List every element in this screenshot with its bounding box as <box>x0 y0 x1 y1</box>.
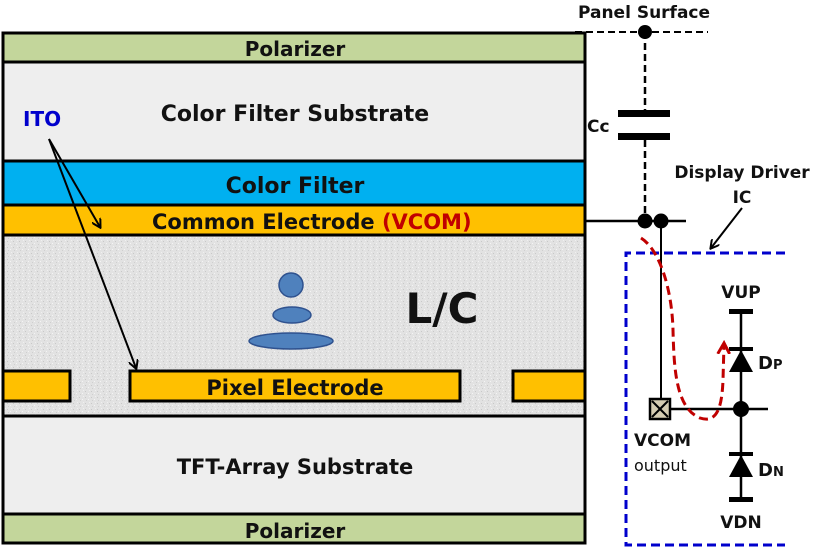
coupling-circuit: Panel Surface Cc Display Driver IC VUP <box>575 3 810 547</box>
tft-substrate-label: TFT-Array Substrate <box>177 455 414 479</box>
cc-label: Cc <box>587 117 610 137</box>
dn-label: DN <box>758 460 784 481</box>
vcom-label: (VCOM) <box>382 210 472 234</box>
panel-surface-label: Panel Surface <box>578 3 710 23</box>
driver-ic-label-line2: IC <box>733 188 752 208</box>
vup-label: VUP <box>721 283 760 303</box>
top-polarizer-label: Polarizer <box>245 37 346 61</box>
bottom-polarizer-label: Polarizer <box>245 519 346 543</box>
vcom-node-left <box>637 213 653 229</box>
common-electrode-label: Common Electrode (VCOM) <box>152 210 472 234</box>
discharge-path <box>640 236 724 421</box>
vcom-output-sublabel: output <box>634 456 687 475</box>
bottom-polarizer-layer <box>1 512 587 545</box>
cf-substrate-layer <box>1 60 587 163</box>
diode-dn-icon <box>729 452 753 477</box>
junction-node <box>733 401 749 417</box>
cap-plate-bottom <box>618 133 670 140</box>
driver-ic-label-line1: Display Driver <box>674 163 810 183</box>
lc-label: L/C <box>406 284 479 333</box>
vdn-bar <box>729 497 753 502</box>
diode-dp-icon <box>729 347 753 372</box>
cap-plate-top <box>618 110 670 117</box>
ito-label: ITO <box>23 107 61 131</box>
driver-ic-pointer <box>711 207 743 248</box>
color-filter-label: Color Filter <box>226 174 365 199</box>
layer-stack: Polarizer Color Filter Substrate Color F… <box>1 31 587 545</box>
pixel-electrode-label: Pixel Electrode <box>206 376 383 400</box>
vcom-output-label: VCOM <box>634 431 691 451</box>
dp-label: DP <box>758 353 782 374</box>
pixel-electrode-left <box>1 369 72 403</box>
lc-molecule-icon <box>248 272 334 350</box>
ito-arrow-common <box>48 138 100 227</box>
vcom-pad-icon <box>648 397 672 421</box>
ito-annotation: ITO <box>23 107 136 368</box>
vup-bar <box>729 309 753 314</box>
cf-substrate-label: Color Filter Substrate <box>161 102 429 127</box>
ito-arrow-pixel <box>48 138 136 368</box>
vdn-label: VDN <box>720 513 762 533</box>
tft-substrate-layer <box>1 414 587 516</box>
pixel-electrode-right <box>511 369 587 403</box>
pixel-electrode-center <box>128 369 462 403</box>
